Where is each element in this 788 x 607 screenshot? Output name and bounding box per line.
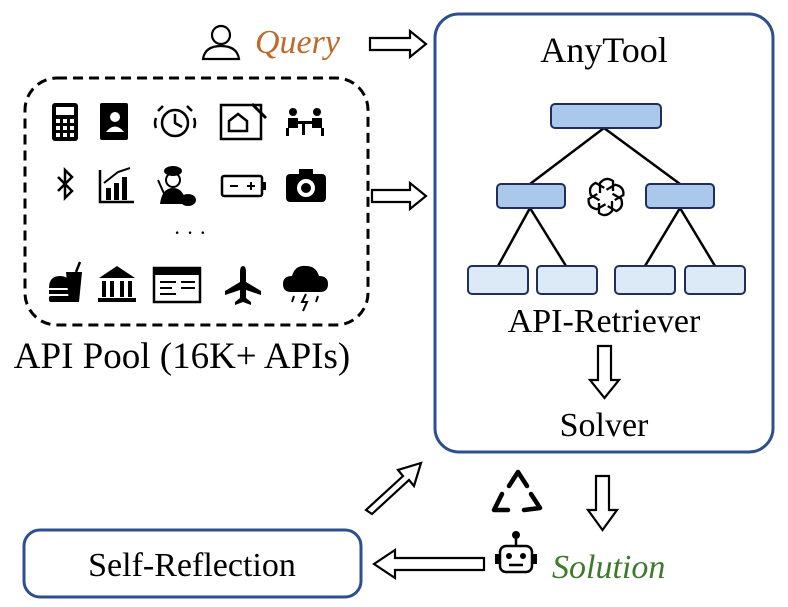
tree-leaf-node-3	[614, 265, 676, 295]
self-reflection-box	[22, 528, 363, 599]
house-plan-icon	[219, 102, 268, 141]
openai-logo-icon	[585, 177, 627, 217]
camera-icon	[286, 169, 326, 202]
calculator-icon	[52, 103, 78, 141]
tree-leaf-node-4	[684, 265, 746, 295]
growth-chart-icon	[98, 167, 134, 204]
bluetooth-icon	[57, 166, 74, 202]
query-label: Query	[255, 24, 341, 61]
contact-book-icon	[100, 103, 128, 140]
api-pool-label: API Pool (16K+ APIs)	[14, 336, 350, 377]
api-pool-box	[23, 76, 370, 327]
tree-mid-node-right	[645, 183, 715, 209]
tree-leaf-node-1	[467, 265, 529, 295]
fast-food-icon	[49, 261, 82, 302]
tree-root-node	[550, 103, 662, 129]
query-arrow	[368, 28, 428, 60]
user-icon	[201, 24, 241, 61]
tree-mid-node-left	[496, 183, 566, 209]
robot-icon	[495, 531, 537, 574]
reflection-to-anytool-arrow	[364, 461, 423, 516]
retriever-to-solver-arrow	[587, 344, 622, 400]
bank-icon	[98, 266, 136, 302]
api-retriever-label: API-Retriever	[508, 303, 701, 340]
alarm-clock-icon	[153, 105, 197, 138]
anytool-to-solution-arrow	[585, 474, 620, 532]
web-page-icon	[152, 266, 202, 304]
anytool-box	[433, 12, 775, 454]
painter-icon	[157, 166, 196, 206]
solution-label: Solution	[552, 549, 665, 586]
thunderstorm-icon	[283, 265, 328, 312]
tree-leaf-node-2	[536, 265, 598, 295]
solution-to-reflection-arrow	[372, 547, 486, 581]
meeting-icon	[286, 108, 324, 136]
battery-icon	[220, 174, 266, 198]
retriever-tree-edges	[496, 126, 717, 267]
solver-label: Solver	[560, 407, 649, 444]
recycle-icon	[491, 469, 543, 513]
anytool-title: AnyTool	[540, 30, 667, 70]
airplane-icon	[225, 266, 261, 305]
api-pool-ellipsis: · · ·	[174, 220, 207, 245]
self-reflection-label: Self-Reflection	[88, 547, 296, 584]
pool-to-anytool-arrow	[370, 180, 428, 212]
